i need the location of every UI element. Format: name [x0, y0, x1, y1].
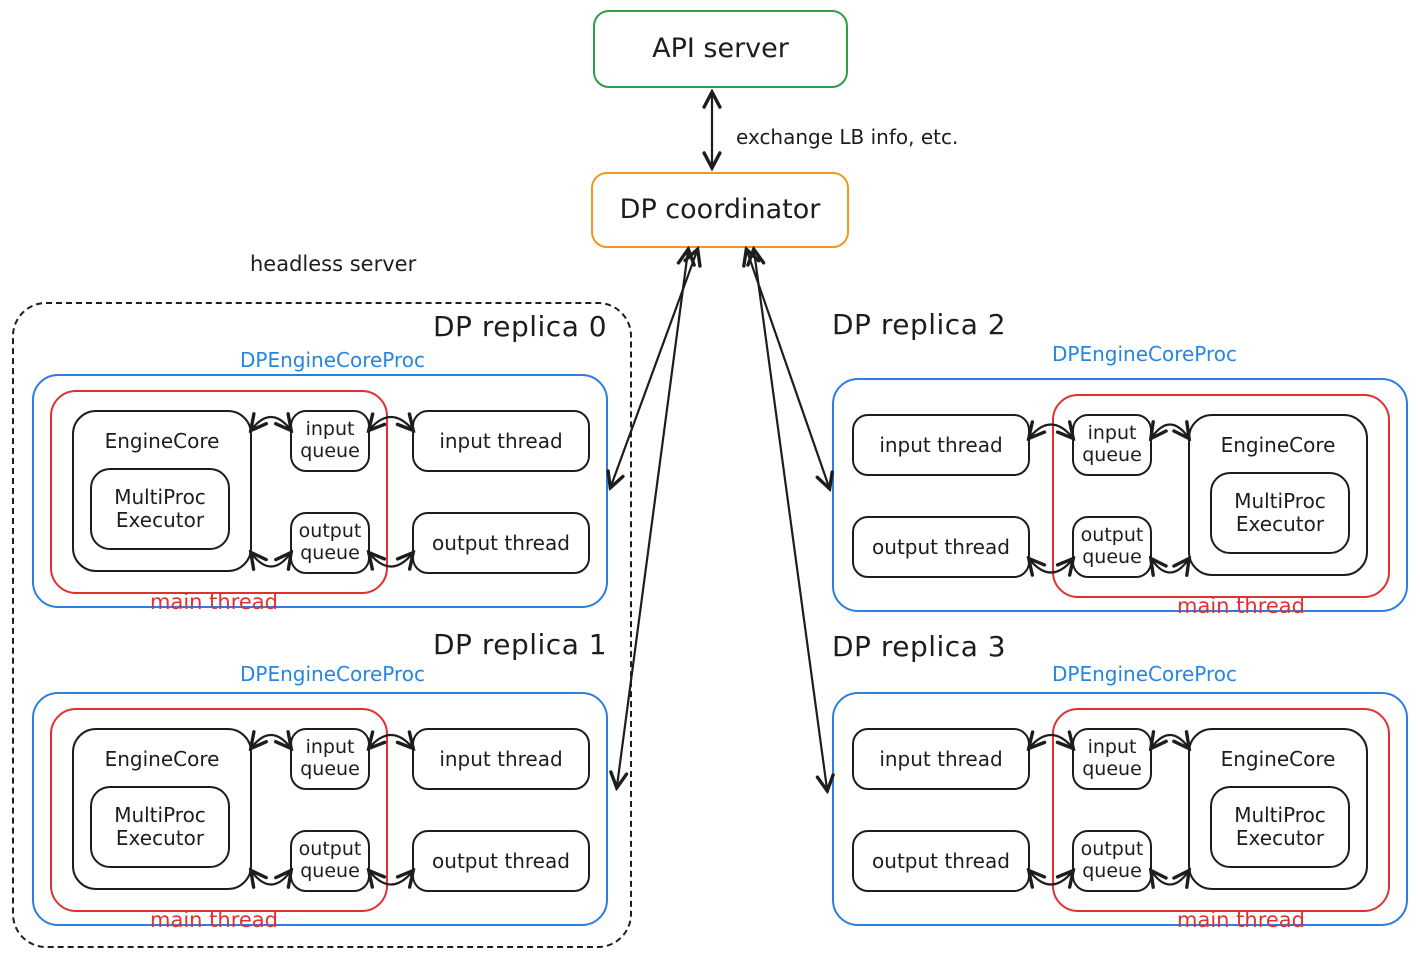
replica-0-main-thread-frame [50, 390, 388, 594]
exchange-lb-label: exchange LB info, etc. [736, 125, 959, 149]
output-thread-label: output thread [872, 534, 1010, 559]
engine-core-label: EngineCore [104, 429, 220, 453]
replica-0-multiproc-executor: MultiProc Executor [90, 468, 230, 550]
replica-1-input-thread: input thread [412, 728, 590, 790]
multiproc-executor-label: MultiProc Executor [114, 485, 206, 532]
replica-0-input-queue: input queue [290, 410, 370, 472]
dp-coordinator-label: DP coordinator [619, 194, 821, 226]
engine-core-label: EngineCore [1220, 747, 1336, 771]
multiproc-executor-label: MultiProc Executor [114, 803, 206, 850]
arrow-coordinator-replica-2 [747, 251, 829, 487]
replica-2-input-queue: input queue [1072, 414, 1152, 476]
replica-1-output-thread: output thread [412, 830, 590, 892]
replica-3-multiproc-executor: MultiProc Executor [1210, 786, 1350, 868]
multiproc-executor-label: MultiProc Executor [1234, 803, 1326, 850]
replica-2-multiproc-executor: MultiProc Executor [1210, 472, 1350, 554]
input-thread-label: input thread [439, 746, 563, 771]
replica-2-main-thread-label: main thread [1177, 594, 1305, 618]
engine-core-label: EngineCore [1220, 433, 1336, 457]
dp-replica-3: DP replica 3 DPEngineCoreProc input thre… [832, 622, 1408, 932]
output-queue-label: output queue [1080, 524, 1144, 568]
headless-server-label: headless server [250, 252, 417, 276]
output-queue-label: output queue [298, 520, 362, 564]
input-thread-label: input thread [439, 428, 563, 453]
replica-3-output-queue: output queue [1072, 830, 1152, 892]
replica-1-proc-label: DPEngineCoreProc [240, 662, 426, 686]
replica-3-main-thread-frame [1052, 708, 1390, 912]
replica-0-output-queue: output queue [290, 512, 370, 574]
multiproc-executor-label: MultiProc Executor [1234, 489, 1326, 536]
input-queue-label: input queue [1082, 422, 1142, 466]
input-queue-label: input queue [1082, 736, 1142, 780]
dp-replica-0: DP replica 0 DPEngineCoreProc EngineCore… [32, 304, 608, 614]
output-queue-label: output queue [298, 838, 362, 882]
input-thread-label: input thread [879, 746, 1003, 771]
replica-2-input-thread: input thread [852, 414, 1030, 476]
api-server-label: API server [652, 33, 789, 65]
dp-replica-1: DP replica 1 DPEngineCoreProc EngineCore… [32, 622, 608, 932]
input-thread-label: input thread [879, 432, 1003, 457]
replica-3-input-queue: input queue [1072, 728, 1152, 790]
replica-0-title: DP replica 0 [433, 310, 608, 343]
replica-1-main-thread-frame [50, 708, 388, 912]
dp-coordinator-node: DP coordinator [591, 172, 849, 248]
replica-2-output-thread: output thread [852, 516, 1030, 578]
input-queue-label: input queue [300, 736, 360, 780]
replica-2-main-thread-frame [1052, 394, 1390, 598]
output-thread-label: output thread [432, 530, 570, 555]
replica-3-input-thread: input thread [852, 728, 1030, 790]
replica-1-main-thread-label: main thread [150, 908, 278, 932]
arrow-coordinator-replica-3 [754, 251, 827, 789]
replica-0-output-thread: output thread [412, 512, 590, 574]
replica-2-output-queue: output queue [1072, 516, 1152, 578]
replica-3-output-thread: output thread [852, 830, 1030, 892]
api-server-node: API server [593, 10, 848, 88]
replica-1-title: DP replica 1 [433, 628, 608, 661]
dp-replica-2: DP replica 2 DPEngineCoreProc input thre… [832, 308, 1408, 618]
replica-0-main-thread-label: main thread [150, 590, 278, 614]
replica-1-multiproc-executor: MultiProc Executor [90, 786, 230, 868]
replica-0-proc-label: DPEngineCoreProc [240, 348, 426, 372]
replica-1-input-queue: input queue [290, 728, 370, 790]
output-thread-label: output thread [872, 848, 1010, 873]
replica-2-proc-label: DPEngineCoreProc [1052, 342, 1238, 366]
replica-3-title: DP replica 3 [832, 630, 1007, 663]
replica-0-input-thread: input thread [412, 410, 590, 472]
output-queue-label: output queue [1080, 838, 1144, 882]
input-queue-label: input queue [300, 418, 360, 462]
engine-core-label: EngineCore [104, 747, 220, 771]
replica-1-output-queue: output queue [290, 830, 370, 892]
replica-3-main-thread-label: main thread [1177, 908, 1305, 932]
output-thread-label: output thread [432, 848, 570, 873]
replica-2-title: DP replica 2 [832, 308, 1007, 341]
replica-3-proc-label: DPEngineCoreProc [1052, 662, 1238, 686]
